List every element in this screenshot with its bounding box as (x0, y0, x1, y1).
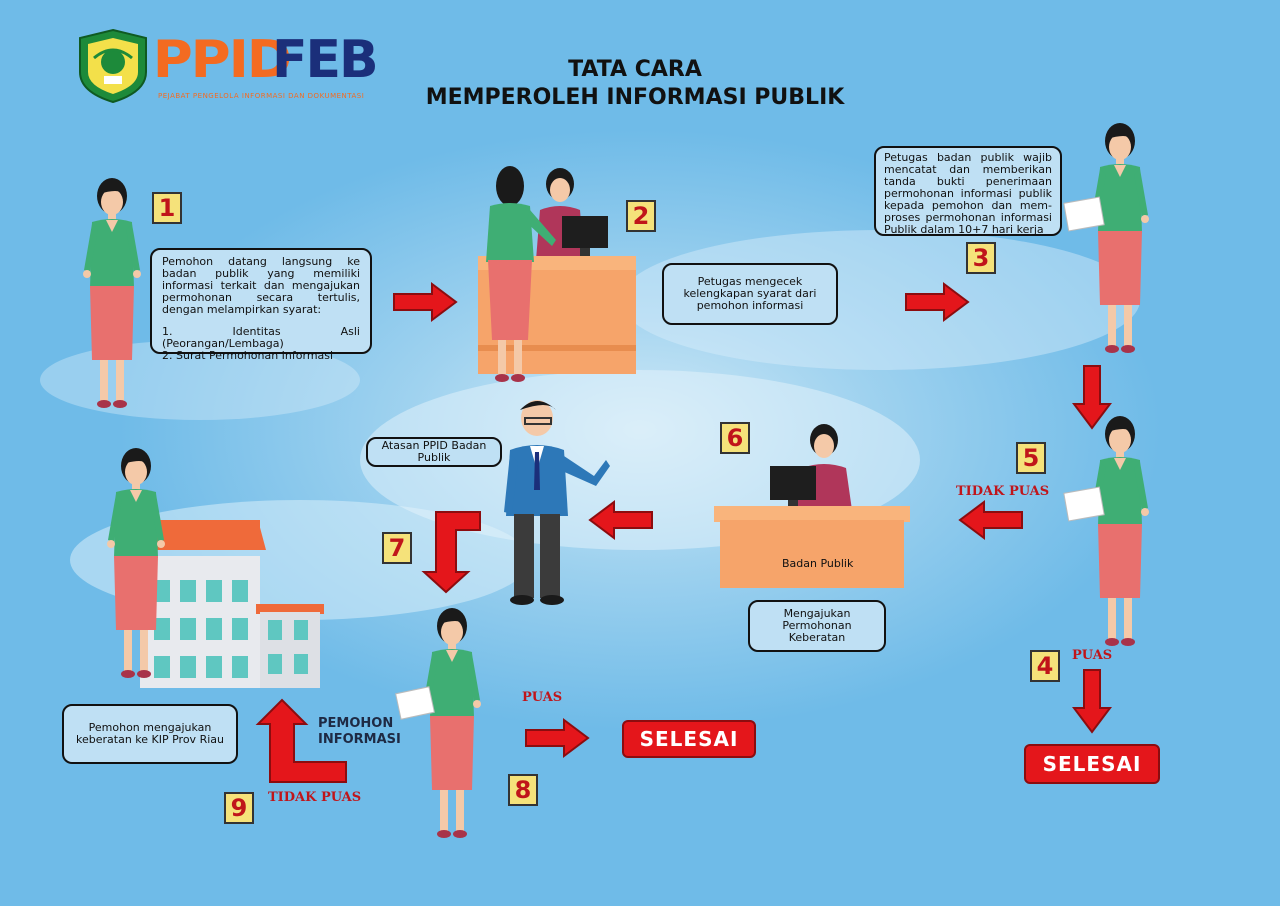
step-number-1: 1 (152, 192, 182, 224)
label-tidak-puas-5: TIDAK PUAS (956, 484, 1050, 499)
logo-subtitle: PEJABAT PENGELOLA INFORMASI DAN DOKUMENT… (158, 92, 365, 100)
step-1-text: Pemohon datang langsung ke badan publik … (162, 255, 360, 316)
step-6-box: Mengajukan Permohonan Keberatan (748, 600, 886, 652)
selesai-badge-4: SELESAI (1024, 744, 1160, 784)
label-puas-8: PUAS (522, 690, 563, 705)
officer-desk-6 (714, 424, 910, 588)
arrow-9-to-kip (255, 698, 347, 783)
arrow-2-to-3 (905, 283, 969, 321)
logo-ppid-text: PPID (152, 30, 292, 90)
step-number-6: 6 (720, 422, 750, 454)
arrow-6-to-7 (589, 501, 653, 539)
arrow-4-to-selesai (1073, 669, 1111, 733)
title-line-1: TATA CARA (568, 57, 702, 82)
title-line-2: MEMPEROLEH INFORMASI PUBLIK (425, 85, 845, 110)
woman-figure-5 (1091, 416, 1149, 646)
step-1-box: Pemohon datang langsung ke badan publik … (150, 248, 372, 362)
woman-figure-1 (83, 178, 141, 408)
step-9-box: Pemohon mengajukan keberatan ke KIP Prov… (62, 704, 238, 764)
label-tidak-puas-9: TIDAK PUAS (268, 790, 362, 805)
step-number-8: 8 (508, 774, 538, 806)
arrow-8-to-selesai (525, 719, 589, 757)
officer-desk-2 (478, 166, 636, 382)
logo-feb-text: FEB (272, 30, 379, 90)
arrow-1-to-2 (393, 283, 457, 321)
step-7-box: Atasan PPID Badan Publik (366, 437, 502, 467)
page-title: TATA CARA MEMPEROLEH INFORMASI PUBLIK (420, 56, 850, 112)
building-kip (140, 520, 324, 688)
step-number-7: 7 (382, 532, 412, 564)
step-2-box: Petugas mengecek kelengkapan syarat dari… (662, 263, 838, 325)
woman-figure-3 (1091, 123, 1149, 353)
arrow-3-to-5 (1073, 365, 1111, 429)
step-3-box: Petugas badan publik wajib mencatat dan … (874, 146, 1062, 236)
step-number-4: 4 (1030, 650, 1060, 682)
step-number-9: 9 (224, 792, 254, 824)
step-number-2: 2 (626, 200, 656, 232)
desk-label-badan-publik: Badan Publik (782, 557, 854, 570)
label-pemohon-informasi: PEMOHON INFORMASI (318, 716, 401, 747)
university-seal-icon (79, 28, 147, 104)
step-number-5: 5 (1016, 442, 1046, 474)
arrow-5-to-6 (959, 501, 1023, 539)
woman-figure-8 (423, 608, 481, 838)
step-1-list-item-2: 2. Surat Permohonan Informasi (162, 349, 334, 362)
arrow-7-to-8 (421, 511, 481, 594)
step-1-list-item-1: 1. Identitas Asli (Peorangan/Lembaga) (162, 325, 360, 350)
label-puas-4: PUAS (1072, 648, 1113, 663)
step-number-3: 3 (966, 242, 996, 274)
man-figure-7 (504, 400, 610, 605)
selesai-badge-8: SELESAI (622, 720, 756, 758)
